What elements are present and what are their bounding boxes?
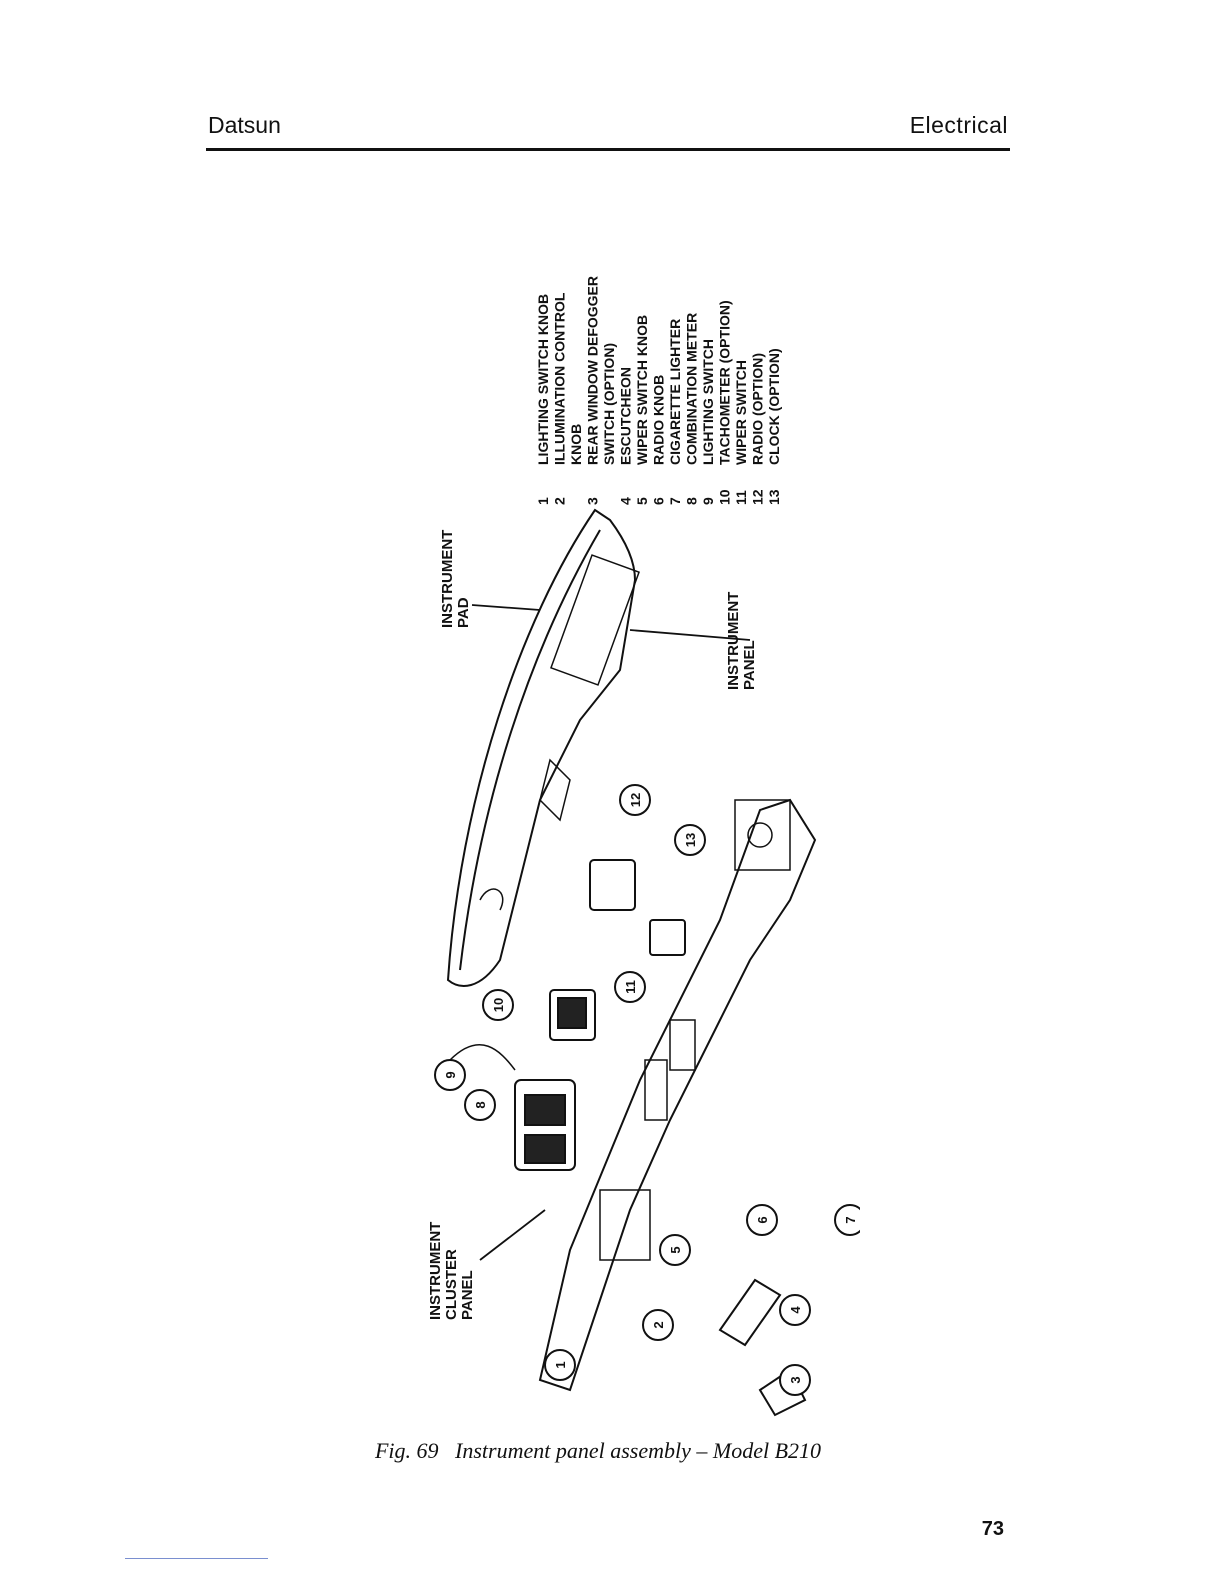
part-balloon-13: 13: [674, 824, 706, 856]
part-balloon-number: 7: [843, 1216, 858, 1223]
legend-item-text: KNOB: [568, 424, 584, 465]
legend-item-text: RADIO (OPTION): [750, 353, 766, 465]
footer-line: [125, 1558, 268, 1559]
instrument-pad: [446, 508, 640, 987]
part-balloon-3: 3: [779, 1364, 811, 1396]
legend-item-text: CIGARETTE LIGHTER: [667, 319, 683, 465]
part-balloon-1: 1: [544, 1349, 576, 1381]
part-balloon-number: 1: [553, 1361, 568, 1368]
legend-item-number: 10: [717, 489, 733, 505]
part-balloon-number: 2: [651, 1321, 666, 1328]
figure-caption-text: Instrument panel assembly – Model B210: [455, 1438, 822, 1463]
legend-item-number: 13: [766, 489, 782, 505]
running-header-left: Datsun: [208, 112, 281, 138]
legend-item-text: WIPER SWITCH KNOB: [634, 315, 650, 465]
instrument-panel-diagram: 1 LIGHTING SWITCH KNOB 2 ILLUMINATION CONTR…: [427, 276, 860, 1417]
part-balloon-number: 8: [473, 1101, 488, 1108]
legend-item-text: LIGHTING SWITCH KNOB: [535, 294, 551, 465]
callout-leader-line: [629, 629, 751, 641]
legend-item-number: 2: [552, 497, 568, 505]
part-balloon-7: 7: [834, 1204, 860, 1236]
legend-item-number: 3: [585, 497, 601, 505]
legend-item-number: 5: [634, 497, 650, 505]
legend-item-text: ILLUMINATION CONTROL: [552, 292, 568, 465]
callout-panel-line: INSTRUMENT: [725, 592, 742, 690]
callout-cluster-line: PANEL: [459, 1270, 476, 1320]
part-balloon-number: 13: [683, 833, 698, 847]
legend-item-text: REAR WINDOW DEFOGGER: [585, 276, 601, 465]
legend-item-number: 1: [535, 497, 551, 505]
header-rule: [206, 148, 1010, 151]
legend-item-text: RADIO KNOB: [651, 375, 667, 465]
part-balloon-number: 11: [623, 980, 638, 994]
legend-item-text: ESCUTCHEON: [618, 367, 634, 465]
callout-panel-line: PANEL: [741, 640, 758, 690]
running-header-right: Electrical: [909, 112, 1008, 138]
part-balloon-number: 3: [788, 1376, 803, 1383]
part-balloon-number: 6: [755, 1216, 770, 1223]
legend-item-text: CLOCK (OPTION): [766, 348, 782, 465]
legend-item-number: 11: [733, 490, 749, 505]
legend-item-text: WIPER SWITCH: [733, 360, 749, 465]
part-balloon-number: 5: [668, 1246, 683, 1253]
parts-legend: 1 LIGHTING SWITCH KNOB 2 ILLUMINATION CONTR…: [535, 276, 782, 505]
legend-item-number: 9: [700, 497, 716, 505]
part-balloon-10: 10: [482, 989, 514, 1021]
part-balloon-number: 12: [628, 793, 643, 807]
part-balloon-8: 8: [464, 1089, 496, 1121]
part-balloon-12: 12: [619, 784, 651, 816]
figure-caption-label: Fig. 69: [374, 1438, 439, 1463]
instrument-panel: [538, 798, 817, 1392]
callout-cluster-line: CLUSTER: [443, 1249, 460, 1320]
legend-item-text: TACHOMETER (OPTION): [717, 300, 733, 465]
part-balloon-number: 4: [788, 1306, 803, 1314]
page-number: 73: [981, 1518, 1004, 1540]
legend-item-number: 6: [651, 497, 667, 505]
legend-item-number: 4: [618, 497, 634, 505]
legend-item-number: 12: [750, 489, 766, 505]
cluster-parts: [449, 859, 807, 1417]
part-balloon-9: 9: [434, 1059, 466, 1091]
part-balloon-number: 9: [443, 1071, 458, 1078]
part-balloon-2: 2: [642, 1309, 674, 1341]
part-balloon-11: 11: [614, 971, 646, 1003]
callout-leader-line: [471, 604, 541, 611]
part-balloon-6: 6: [746, 1204, 778, 1236]
legend-item-text: SWITCH (OPTION): [601, 343, 617, 465]
legend-item-number: 7: [667, 497, 683, 505]
callout-pad-line: INSTRUMENT: [439, 530, 456, 628]
part-balloon-4: 4: [779, 1294, 811, 1326]
legend-item-text: COMBINATION METER: [684, 313, 700, 465]
callout-cluster-line: INSTRUMENT: [427, 1222, 444, 1320]
callout-pad-line: PAD: [455, 597, 472, 628]
part-balloon-5: 5: [659, 1234, 691, 1266]
legend-item-text: LIGHTING SWITCH: [700, 339, 716, 465]
figure-caption: Fig. 69 Instrument panel assembly – Mode…: [318, 1438, 878, 1464]
part-balloon-number: 10: [491, 998, 506, 1012]
legend-item-number: 8: [684, 497, 700, 505]
callout-leader-line: [479, 1209, 546, 1261]
